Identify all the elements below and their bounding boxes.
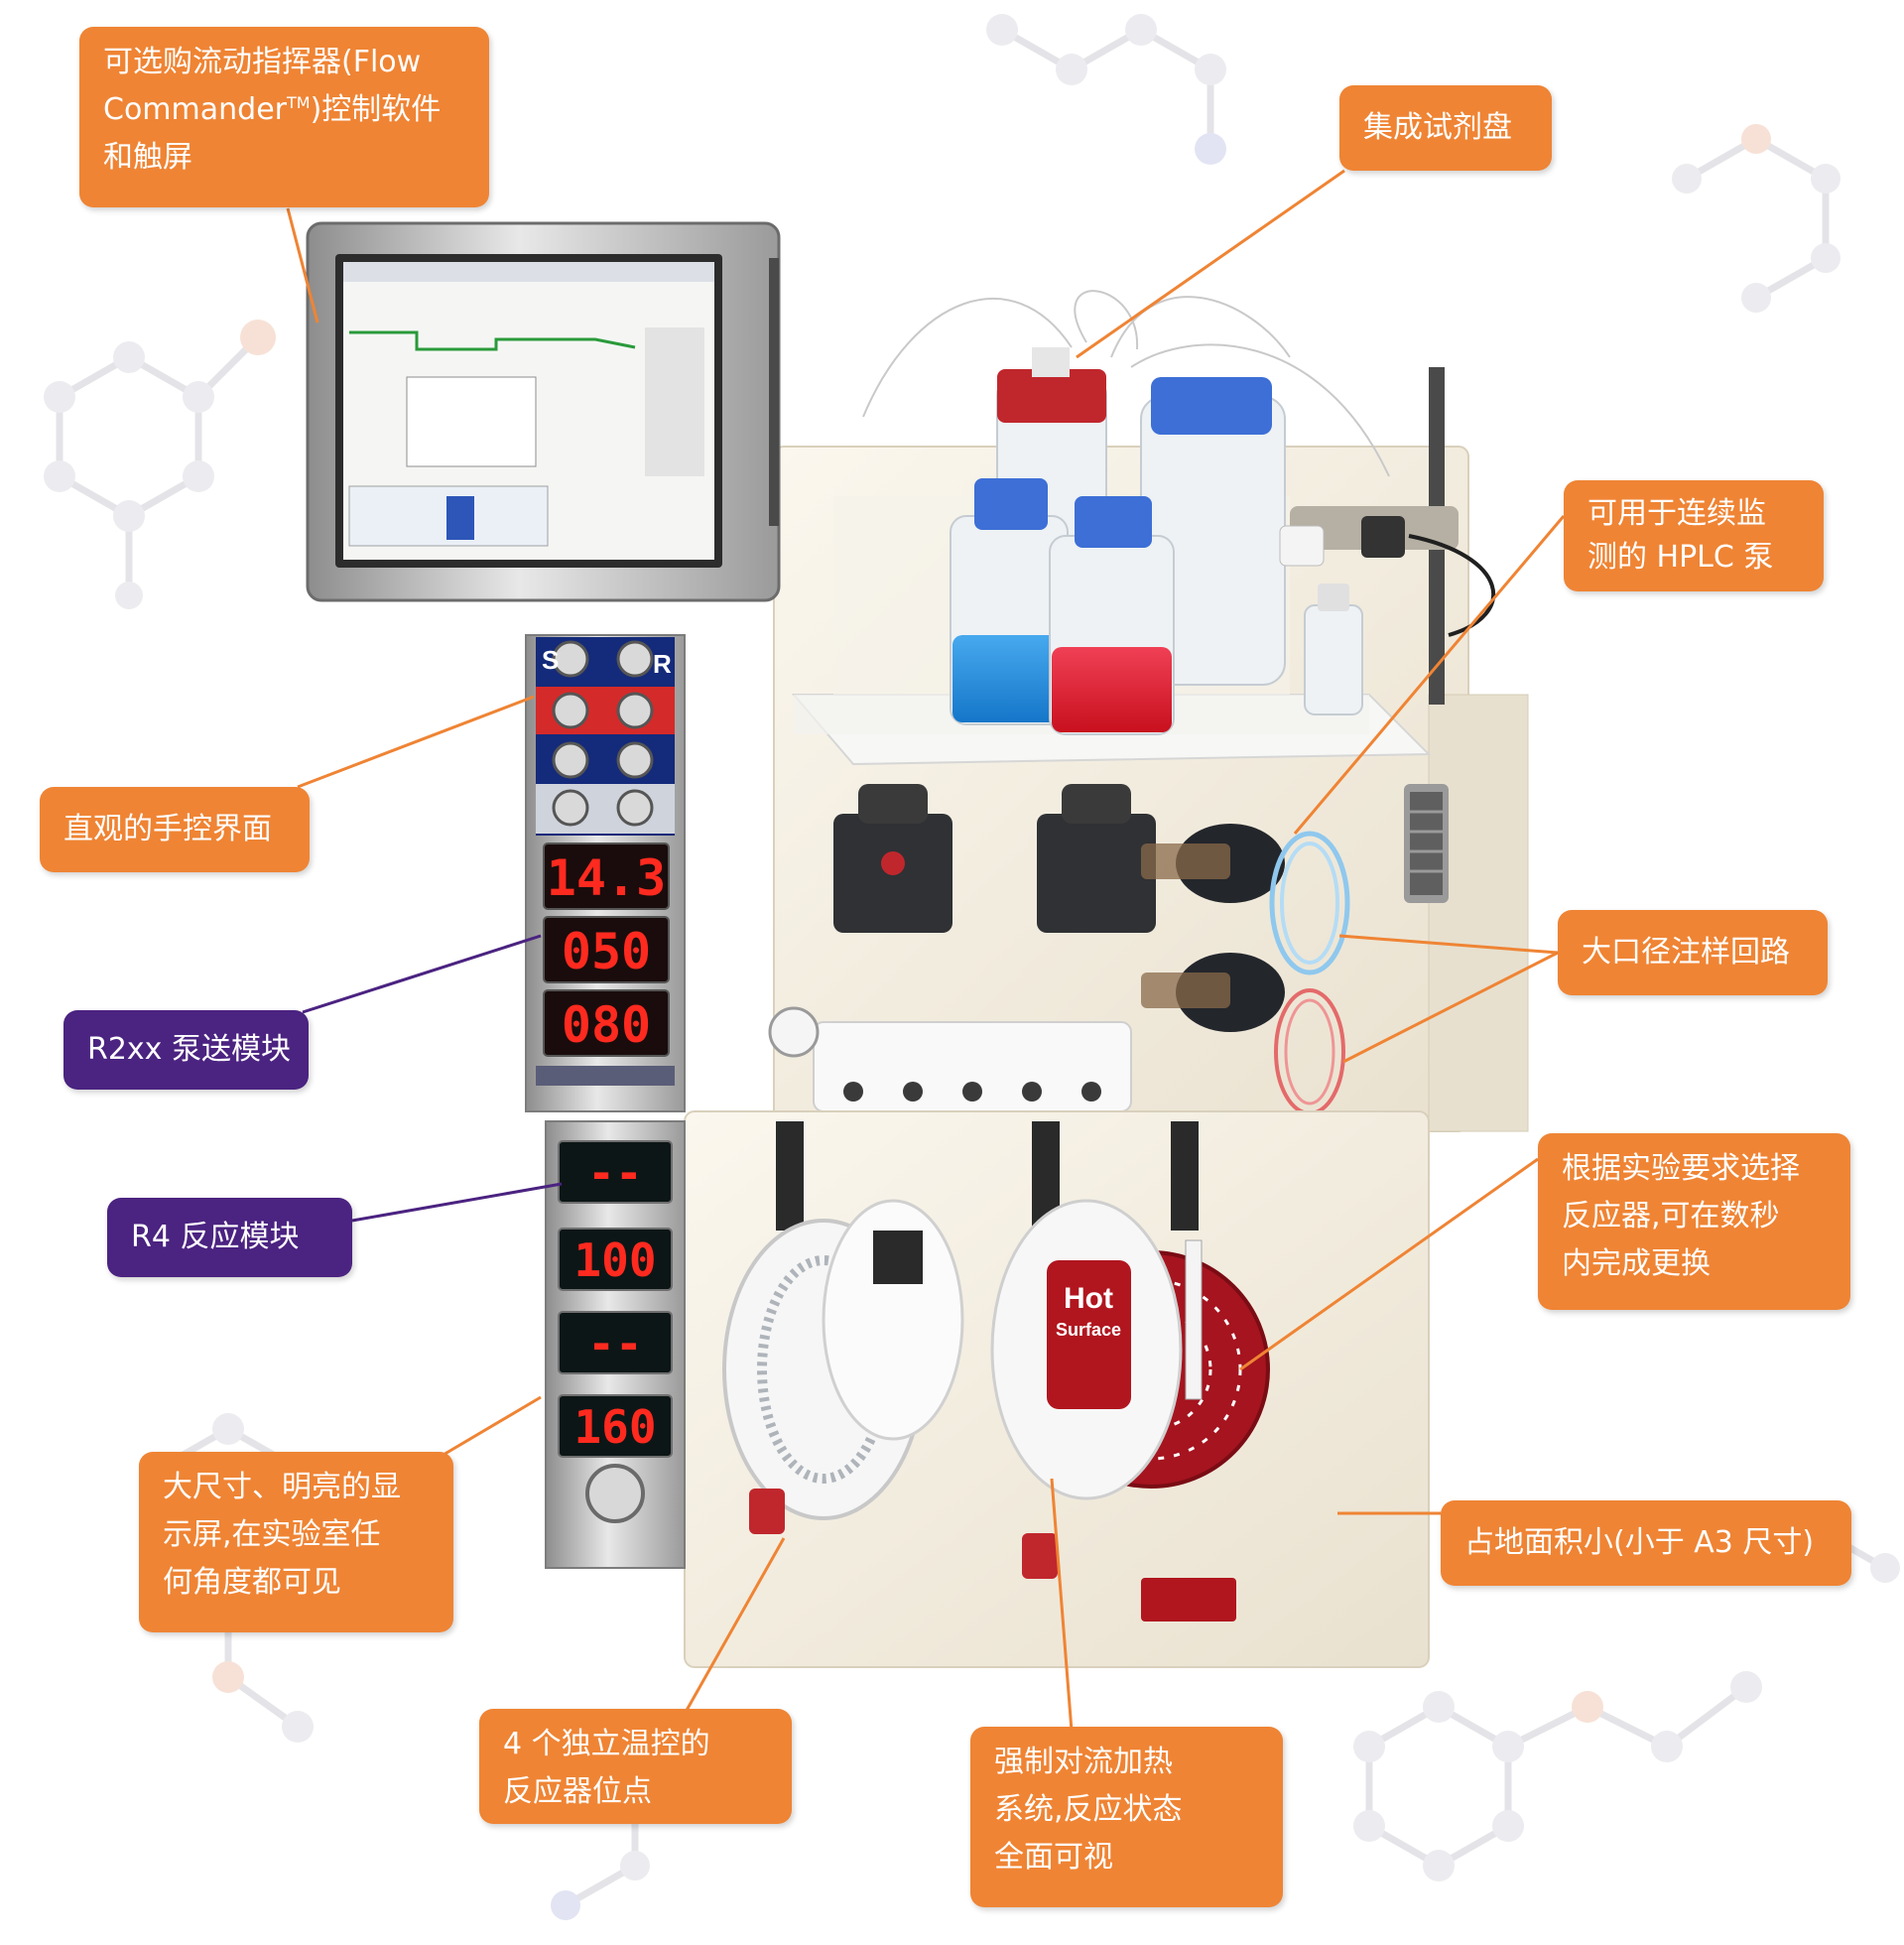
callout-flow-commander-line3: 和触屏 xyxy=(103,140,192,175)
callout-footprint: 占地面积小(小于 A3 尺寸) xyxy=(1441,1500,1851,1586)
callout-reactor-select-line2: 反应器,可在数秒 xyxy=(1562,1199,1780,1233)
callout-convection-line2: 系统,反应状态 xyxy=(994,1792,1183,1827)
callout-flow-commander-line2a: Commander xyxy=(103,92,287,127)
callout-convection-line3: 全面可视 xyxy=(994,1840,1113,1875)
callout-injection-loop-text: 大口径注样回路 xyxy=(1582,935,1790,970)
tubing xyxy=(862,290,1390,477)
callout-manual-interface: 直观的手控界面 xyxy=(40,787,310,872)
trademark-sup: TM xyxy=(286,93,311,112)
reactor-display-4: 160 xyxy=(573,1400,656,1454)
button-letter-s: S xyxy=(542,645,559,675)
callout-flow-commander-line2: CommanderTM)控制软件 xyxy=(103,86,465,134)
pump-display-1: 14.3 xyxy=(547,849,666,907)
callout-convection-line1: 强制对流加热 xyxy=(994,1745,1173,1779)
bottle-blue-reagent xyxy=(950,478,1069,725)
hot-label: Hot xyxy=(1064,1282,1113,1315)
callout-hplc-pump: 可用于连续监 测的 HPLC 泵 xyxy=(1564,480,1824,591)
pump-display-3: 080 xyxy=(562,996,651,1054)
callout-bright-display-line3: 何角度都可见 xyxy=(163,1565,341,1600)
callout-r4-module-text: R4 反应模块 xyxy=(131,1220,300,1254)
valve-manifold xyxy=(768,1006,1132,1112)
bottle-red-reagent xyxy=(1049,496,1175,735)
touchscreen-monitor xyxy=(306,221,781,602)
callout-r2xx-module-text: R2xx 泵送模块 xyxy=(87,1032,291,1067)
callout-temp-sites-line2: 反应器位点 xyxy=(503,1774,652,1809)
callout-r2xx-module: R2xx 泵送模块 xyxy=(63,1010,309,1090)
callout-flow-commander: 可选购流动指挥器(Flow CommanderTM)控制软件 和触屏 xyxy=(79,27,489,207)
bottle-clear-large xyxy=(1140,377,1286,686)
leader-lines xyxy=(286,169,1566,1732)
callout-bright-display: 大尺寸、明亮的显 示屏,在实验室任 何角度都可见 xyxy=(139,1452,453,1632)
callout-reagent-tray-text: 集成试剂盘 xyxy=(1363,110,1512,145)
button-letter-r: R xyxy=(653,649,672,679)
callout-hplc-pump-line1: 可用于连续监 xyxy=(1587,496,1766,531)
callout-flow-commander-line2b: )控制软件 xyxy=(310,92,442,127)
callout-reactor-select-line1: 根据实验要求选择 xyxy=(1562,1151,1800,1186)
callout-bright-display-line1: 大尺寸、明亮的显 xyxy=(163,1470,401,1504)
callout-manual-interface-text: 直观的手控界面 xyxy=(63,812,272,846)
callout-hplc-pump-line2: 测的 HPLC 泵 xyxy=(1587,540,1774,575)
r4-module-housing: -- 100 -- 160 xyxy=(545,1110,1430,1668)
callout-convection: 强制对流加热 系统,反应状态 全面可视 xyxy=(970,1727,1283,1907)
callout-reactor-select-line3: 内完成更换 xyxy=(1562,1246,1711,1281)
coil-reactor xyxy=(722,1199,964,1534)
callout-bright-display-line2: 示屏,在实验室任 xyxy=(163,1517,381,1552)
callout-temp-sites-line1: 4 个独立温控的 xyxy=(503,1727,710,1761)
callout-footprint-text: 占地面积小(小于 A3 尺寸) xyxy=(1464,1525,1815,1560)
control-column: S R 14.3 050 080 xyxy=(525,634,686,1112)
reactor-display-1: -- xyxy=(587,1146,642,1200)
callout-reagent-tray: 集成试剂盘 xyxy=(1339,85,1552,171)
surface-label: Surface xyxy=(1056,1320,1121,1340)
reactor-display-2: 100 xyxy=(573,1233,656,1287)
reactor-display-3: -- xyxy=(587,1317,642,1370)
callout-reactor-select: 根据实验要求选择 反应器,可在数秒 内完成更换 xyxy=(1538,1133,1850,1310)
hot-surface-reactor: Hot Surface xyxy=(990,1199,1270,1621)
callout-injection-loop: 大口径注样回路 xyxy=(1558,910,1828,995)
callout-r4-module: R4 反应模块 xyxy=(107,1198,352,1277)
callout-flow-commander-line1: 可选购流动指挥器(Flow xyxy=(103,45,422,79)
pump-display-2: 050 xyxy=(562,923,651,980)
bottle-small xyxy=(1304,584,1363,715)
hplc-pump-heads xyxy=(833,784,1285,1032)
callout-temp-sites: 4 个独立温控的 反应器位点 xyxy=(479,1709,792,1824)
